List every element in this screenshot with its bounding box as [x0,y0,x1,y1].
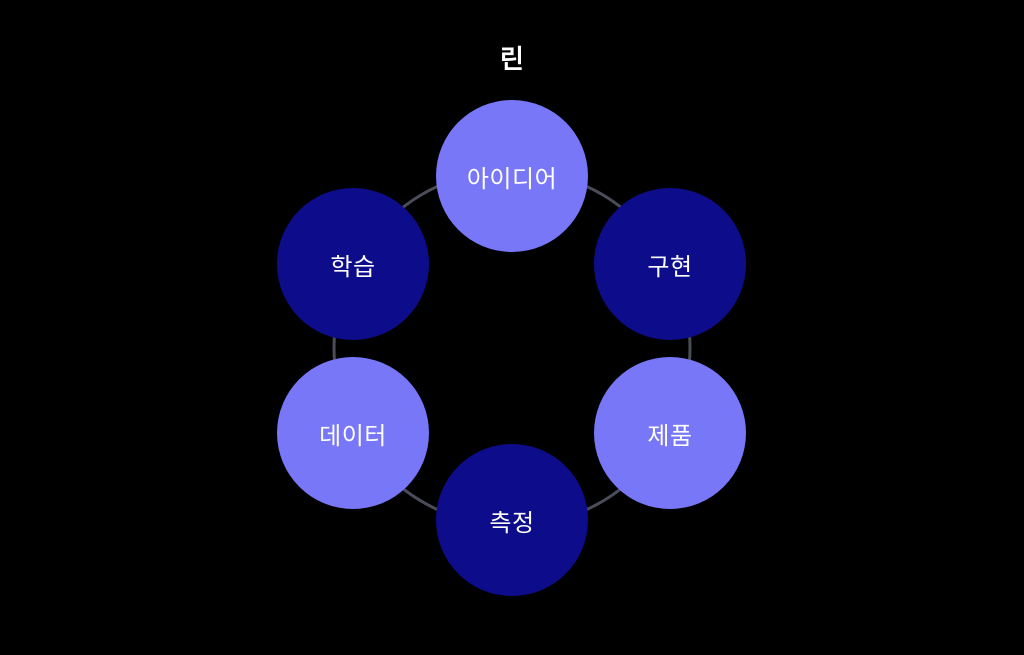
cycle-node-data: 데이터 [277,357,429,509]
cycle-node-label: 학습 [330,252,376,281]
cycle-node-label: 제품 [647,421,693,450]
cycle-node-learn: 학습 [277,188,429,340]
cycle-node-label: 아이디어 [466,164,558,193]
cycle-node-measure: 측정 [436,444,588,596]
cycle-node-build: 구현 [594,188,746,340]
cycle-node-label: 데이터 [319,421,387,450]
cycle-node-label: 구현 [647,252,693,281]
cycle-node-product: 제품 [594,357,746,509]
cycle-node-idea: 아이디어 [436,100,588,252]
cycle-node-label: 측정 [489,508,535,537]
diagram-title: 린 [500,45,524,75]
